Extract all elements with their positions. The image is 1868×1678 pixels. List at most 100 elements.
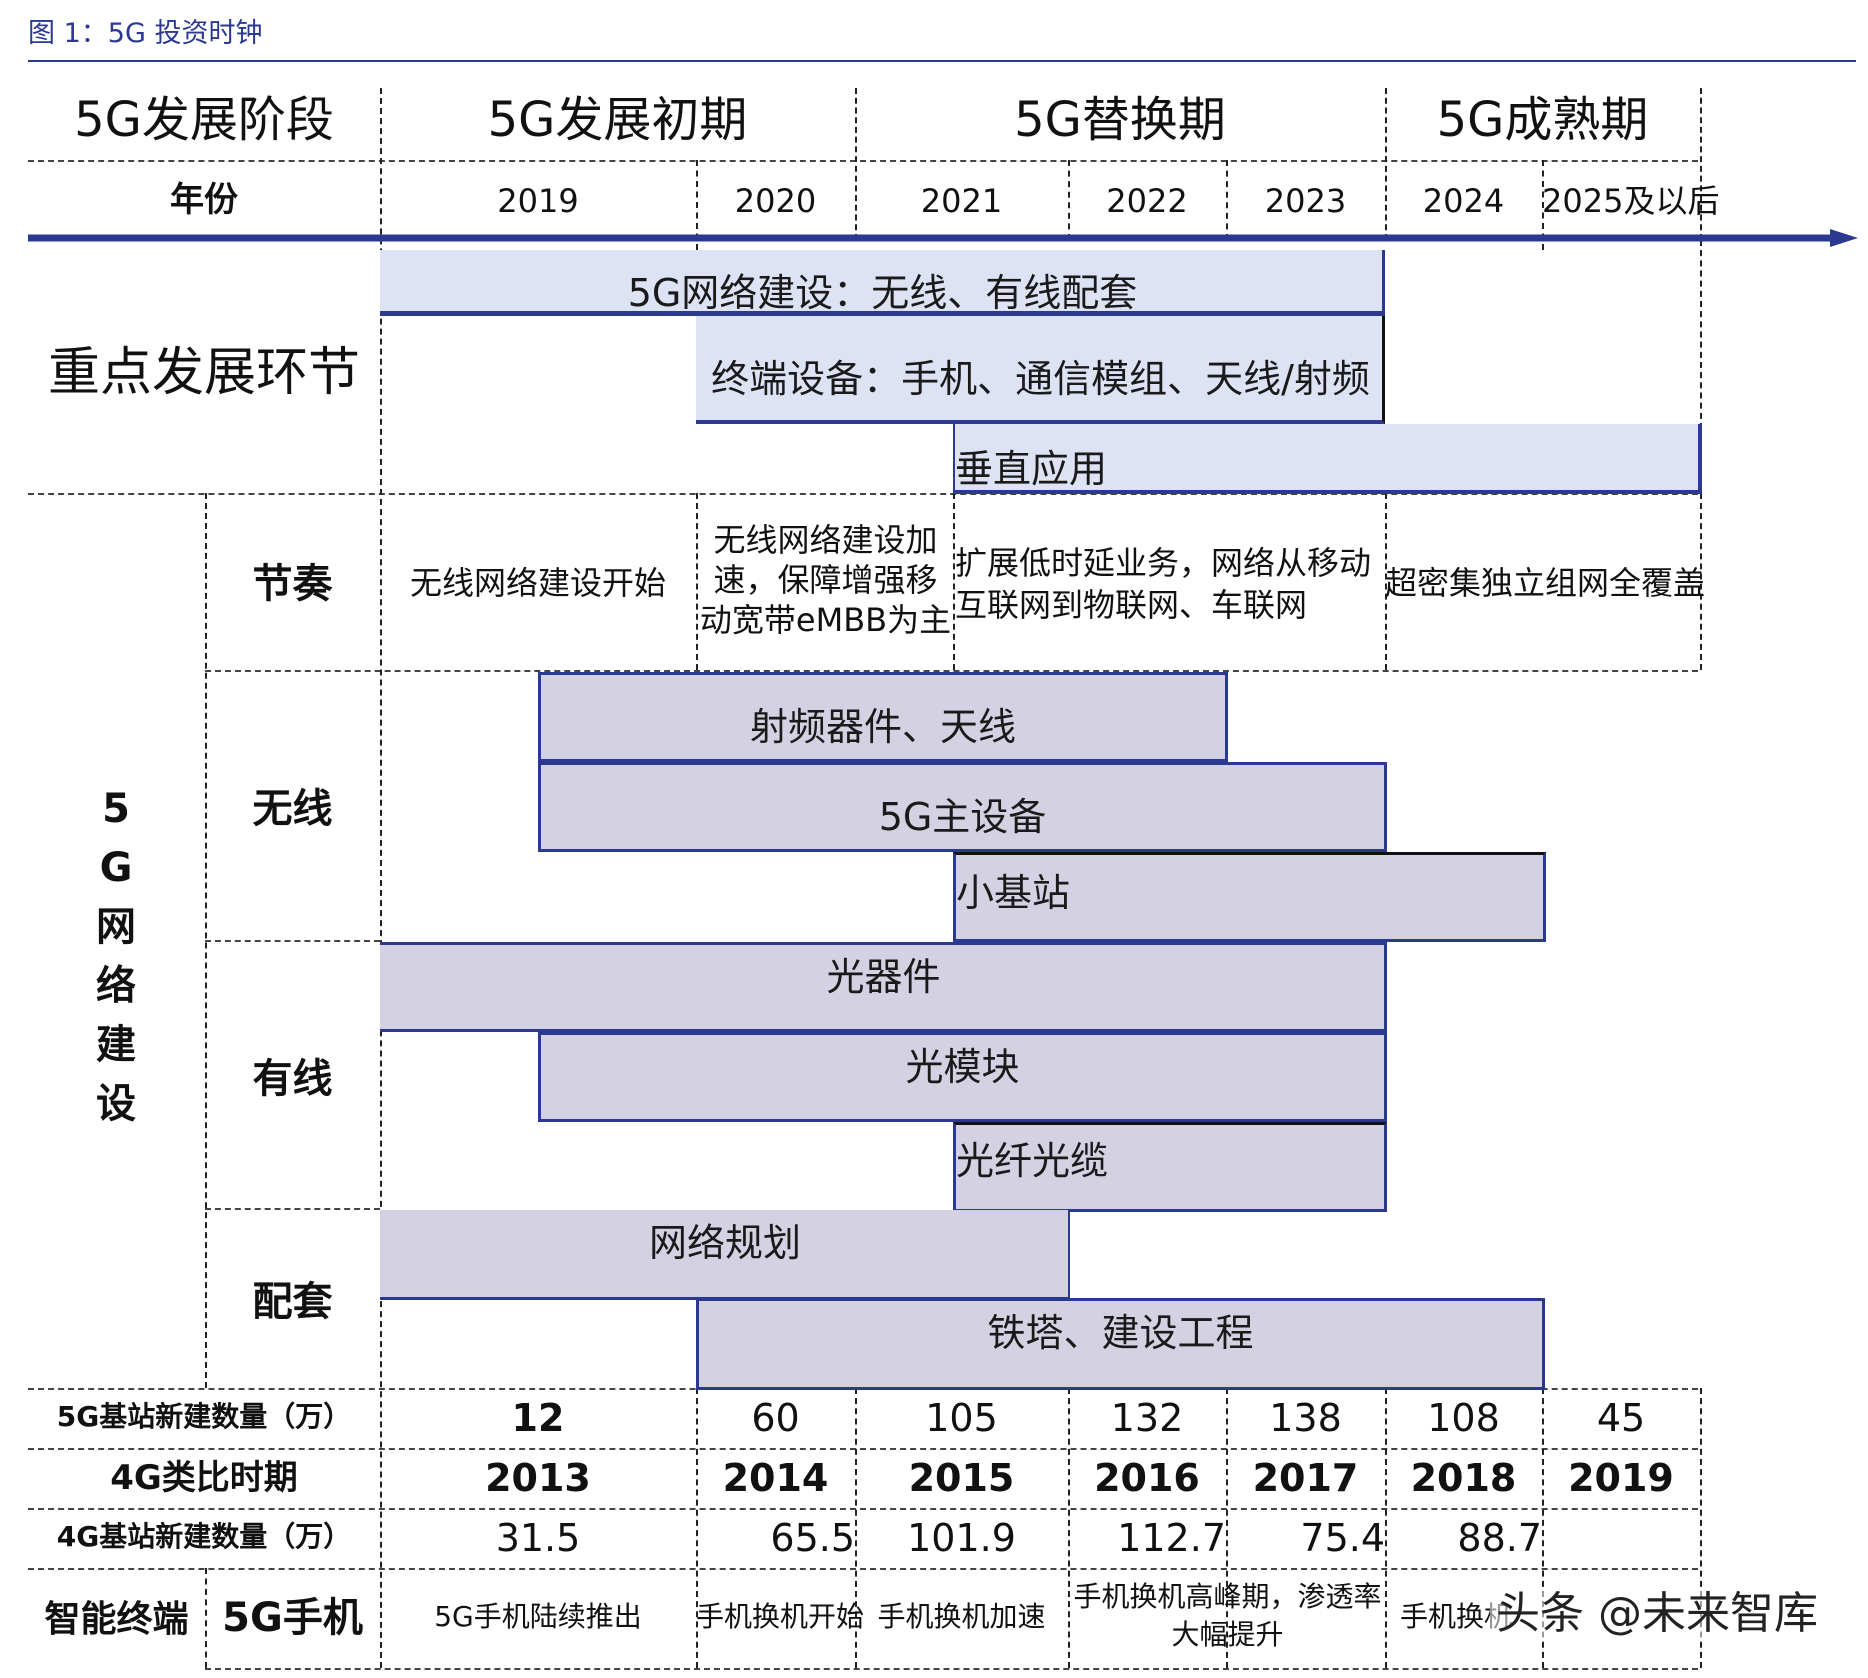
rhythm-cell-2019: 无线网络建设开始 [409,564,666,602]
terminal-device-bar [696,316,1385,424]
rhythm-cell-2021-2023: 扩展低时延业务，网络从移动互联网到物联网、车联网 [955,544,1372,624]
grid-line [1385,1388,1387,1668]
grid-line [1542,160,1544,250]
support-label: 配套 [252,1279,333,1325]
tower-construction-bar [696,1298,1545,1390]
period-mature: 5G成熟期 [1436,92,1649,148]
grid-line [855,88,857,240]
analog4g-year: 2015 [908,1456,1015,1500]
terminal-sublabel: 5G手机 [222,1595,363,1641]
optical-device-bar [380,942,1387,1032]
fiber-cable-bar-label: 光纤光缆 [956,1139,1109,1183]
rf-antenna-bar [538,672,1228,762]
terminal-cell: 5G手机陆续推出 [434,1600,642,1633]
year-2024: 2024 [1422,182,1505,220]
bs4g-value: 112.7 [1117,1516,1226,1560]
bs5g-value: 60 [751,1396,800,1440]
rhythm-cell-2020: 无线网络建设加速，保障增强移动宽带eMBB为主 [699,521,952,639]
grid-line [696,493,698,670]
grid-line [205,493,207,1388]
wired-label: 有线 [252,1056,333,1102]
network-planning-bar-label: 网络规划 [648,1221,801,1265]
rf-antenna-bar-label: 射频器件、天线 [749,705,1016,749]
bs4g-value: 31.5 [495,1516,581,1560]
grid-line [696,160,698,250]
grid-line [1385,88,1387,240]
year-2020: 2020 [734,182,817,220]
grid-line [205,670,1698,672]
period-replacement: 5G替换期 [1014,92,1226,148]
bs5g-value: 45 [1596,1396,1646,1440]
grid-line [28,1508,1698,1510]
fiber-cable-bar [953,1122,1387,1212]
analog4g-year: 2018 [1410,1456,1517,1500]
grid-line [1700,88,1702,240]
bs5g-value: 105 [925,1396,998,1440]
bs4g-value: 75.4 [1300,1516,1385,1560]
optical-module-bar-label: 光模块 [905,1045,1020,1089]
rhythm-cell-2024-later: 超密集独立组网全覆盖 [1385,564,1706,602]
analog4g-year: 2013 [485,1456,591,1500]
wireless-label: 无线 [252,786,333,832]
bs4g-label: 4G基站新建数量（万） [56,1520,352,1553]
vertical-app-bar [953,424,1702,494]
grid-line [1700,1388,1702,1668]
terminal-cell: 手机换机高峰期，渗透率大幅提升 [1073,1580,1382,1651]
year-2023: 2023 [1264,182,1347,220]
terminal-label: 智能终端 [44,1599,189,1640]
bs5g-value: 108 [1427,1396,1500,1440]
grid-line [696,1388,698,1668]
bs5g-value: 12 [511,1396,565,1440]
grid-line [205,1208,380,1210]
main-equipment-bar-label: 5G主设备 [878,795,1047,839]
grid-line [1226,160,1228,240]
grid-line [205,1668,1698,1670]
analog4g-year: 2014 [722,1456,829,1500]
small-cell-bar [953,852,1546,942]
main-equipment-bar [538,762,1387,852]
network-build-bar-label: 5G网络建设：无线、有线配套 [627,271,1138,315]
bs4g-value: 65.5 [770,1516,855,1560]
grid-line [1068,1388,1070,1668]
grid-line [855,1388,857,1668]
year-2025-later: 2025及以后 [1542,182,1720,220]
grid-line [205,1568,207,1668]
grid-line [1068,160,1070,240]
grid-line [28,160,1698,162]
tower-construction-bar-label: 铁塔、建设工程 [987,1311,1254,1355]
grid-line [1700,240,1702,490]
terminal-cell: 手机换机开始 [696,1600,865,1633]
timeline-arrow [28,229,1858,247]
small-cell-bar-label: 小基站 [956,871,1071,915]
network-label: 5G网络建设 [96,786,136,1127]
analog4g-year: 2016 [1094,1456,1200,1500]
analog4g-label: 4G类比时期 [110,1458,298,1498]
watermark: 头条 @未来智库 [1490,1588,1824,1641]
analog4g-year: 2019 [1568,1456,1674,1500]
year-label: 年份 [170,180,238,220]
terminal-cell: 手机换机加速 [877,1600,1046,1633]
period-early: 5G发展初期 [487,92,748,148]
vertical-app-bar-label: 垂直应用 [955,447,1108,491]
year-2019: 2019 [497,182,579,220]
stage-label: 5G发展阶段 [74,92,334,148]
grid-line [205,940,380,942]
grid-line [28,1568,1698,1570]
network-build-bar [380,250,1385,316]
terminal-device-bar-label: 终端设备：手机、通信模组、天线/射频 [711,357,1370,401]
optical-module-bar [538,1032,1387,1122]
bs4g-value: 101.9 [907,1516,1016,1560]
grid-line [28,1448,1698,1450]
year-2021: 2021 [920,182,1003,220]
figure-title: 图 1：5G 投资时钟 [28,18,263,49]
bs5g-value: 132 [1110,1396,1184,1440]
title-underline [28,60,1856,62]
grid-line [28,493,1698,495]
bs5g-label: 5G基站新建数量（万） [56,1400,352,1433]
grid-line [1226,1388,1228,1668]
year-2022: 2022 [1106,182,1188,220]
focus-label: 重点发展环节 [47,343,360,403]
analog4g-year: 2017 [1252,1456,1359,1500]
bs4g-value: 88.7 [1457,1516,1542,1560]
